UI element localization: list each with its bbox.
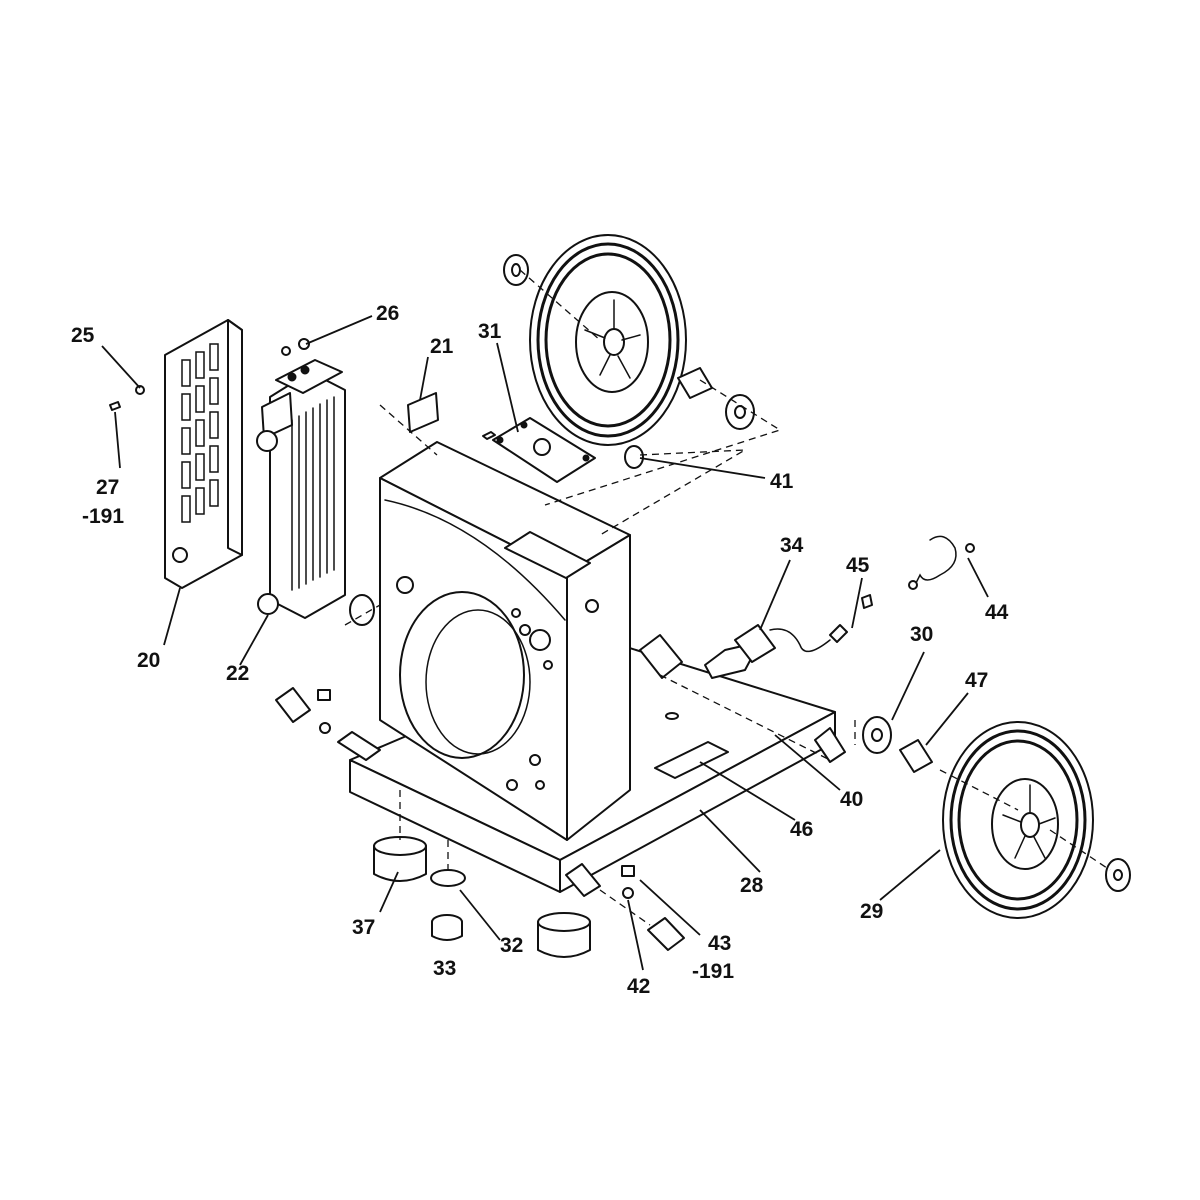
callout-26: 26	[376, 302, 399, 325]
callout-32: 32	[500, 934, 523, 957]
callout-30: 30	[910, 623, 933, 646]
callout-33: 33	[433, 957, 456, 980]
axles	[275, 687, 846, 951]
leader-lines	[101, 315, 989, 971]
callout-22: 22	[226, 662, 249, 685]
callout-41: 41	[770, 470, 794, 493]
oil-cooler	[256, 338, 346, 619]
rear-wheel	[503, 234, 755, 469]
main-housing	[379, 441, 631, 841]
callout-42: 42	[627, 975, 650, 998]
callout-28: 28	[740, 874, 764, 897]
callout-20: 20	[137, 649, 160, 672]
front-wheel	[862, 716, 1131, 919]
callout-47: 47	[965, 669, 988, 692]
callout-29: 29	[860, 900, 883, 923]
callout-46: 46	[790, 818, 813, 841]
bracket	[407, 392, 439, 433]
grille-guard	[109, 319, 243, 589]
callout-45: 45	[846, 554, 870, 577]
callout-34: 34	[780, 534, 804, 557]
callout-31: 31	[478, 320, 502, 343]
top-plate	[482, 417, 596, 483]
callout-43: 43	[708, 932, 731, 955]
callout-37: 37	[352, 916, 375, 939]
callout-21: 21	[430, 335, 454, 358]
callout-25: 25	[71, 324, 95, 347]
callout-43-suffix: -191	[692, 960, 734, 983]
assembly-lines	[344, 269, 1111, 926]
callout-27-suffix: -191	[82, 505, 124, 528]
callout-27: 27	[96, 476, 119, 499]
callout-44: 44	[985, 601, 1009, 624]
feet	[317, 689, 635, 958]
shaft-assembly	[349, 535, 975, 679]
nameplate	[654, 741, 729, 779]
callout-labels: 25 27 -191 20 22 26 21 31 41 34 45 44 30…	[71, 302, 1009, 998]
callout-40: 40	[840, 788, 863, 811]
